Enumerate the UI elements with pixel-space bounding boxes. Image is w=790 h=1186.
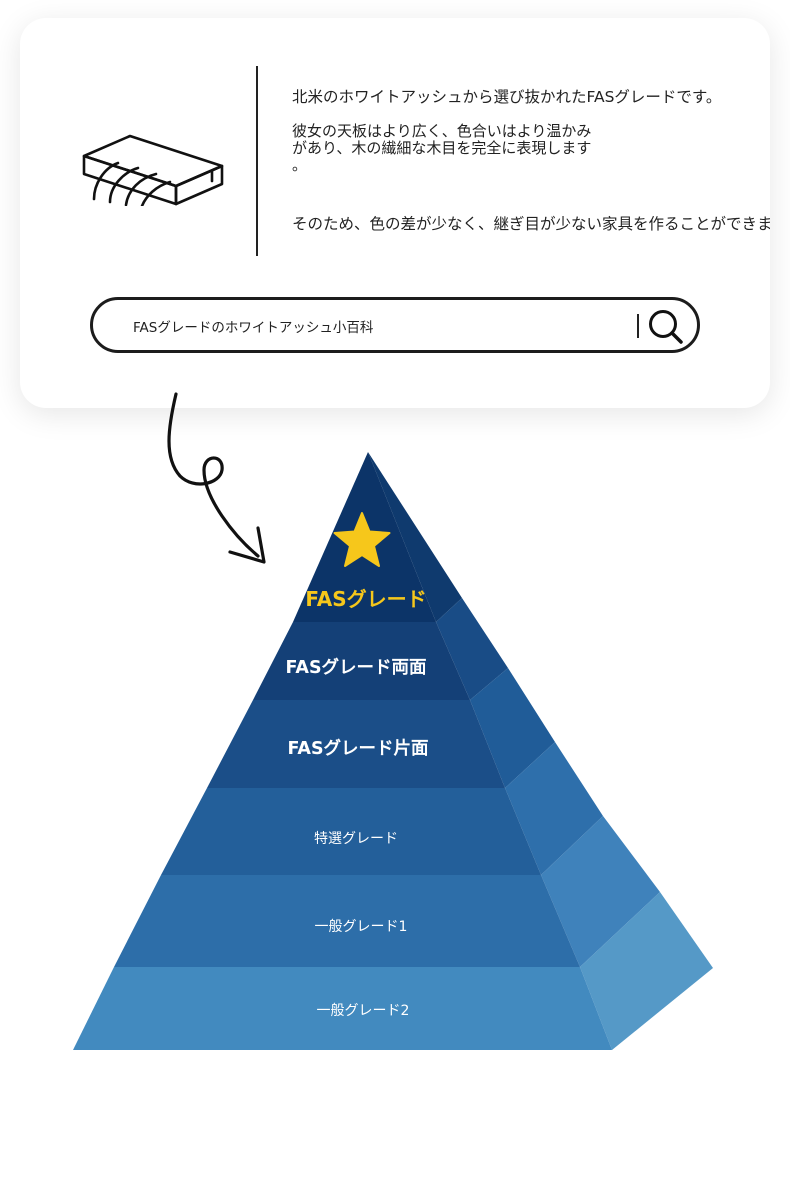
pyramid-side-5 xyxy=(541,816,660,967)
pyramid-tier-4 xyxy=(161,788,541,875)
description-line-1: 北米のホワイトアッシュから選び抜かれたFASグレードです。 xyxy=(292,88,722,106)
tier-label-fas: FASグレード xyxy=(305,587,426,611)
search-separator xyxy=(637,314,639,338)
pyramid-side-2 xyxy=(436,598,508,700)
search-input[interactable]: FASグレードのホワイトアッシュ小百科 xyxy=(133,320,374,336)
pyramid-tier-3 xyxy=(207,700,505,788)
star-icon xyxy=(333,512,391,567)
tier-label-common-2: 一般グレード2 xyxy=(317,1003,410,1019)
curly-arrow-icon xyxy=(167,392,266,564)
tier-label-common-1: 一般グレード1 xyxy=(315,919,408,935)
description-line-3: そのため、色の差が少なく、継ぎ目が少ない家具を作ることができます。 xyxy=(292,215,770,233)
tier-label-fas-one-side: FASグレード片面 xyxy=(287,738,428,759)
pyramid-side-6 xyxy=(580,892,713,1050)
pyramid-tier-6 xyxy=(73,967,612,1050)
pyramid-side-1 xyxy=(368,452,462,622)
tier-label-fas-both-sides: FASグレード両面 xyxy=(285,657,426,678)
tier-label-select: 特選グレード xyxy=(314,831,398,847)
description-line-2: 彼女の天板はより広く、色合いはより温かみ があり、木の繊細な木目を完全に表現しま… xyxy=(292,122,592,174)
pyramid-tier-2 xyxy=(253,622,470,700)
pyramid-side-3 xyxy=(470,668,555,788)
pyramid-tier-5 xyxy=(114,875,580,967)
search-icon[interactable] xyxy=(647,308,685,346)
wood-plank-icon xyxy=(82,134,224,206)
info-card: 北米のホワイトアッシュから選び抜かれたFASグレードです。 彼女の天板はより広く… xyxy=(20,18,770,408)
vertical-divider xyxy=(256,66,258,256)
pyramid-side-4 xyxy=(505,742,603,875)
search-bar[interactable]: FASグレードのホワイトアッシュ小百科 xyxy=(90,297,700,353)
